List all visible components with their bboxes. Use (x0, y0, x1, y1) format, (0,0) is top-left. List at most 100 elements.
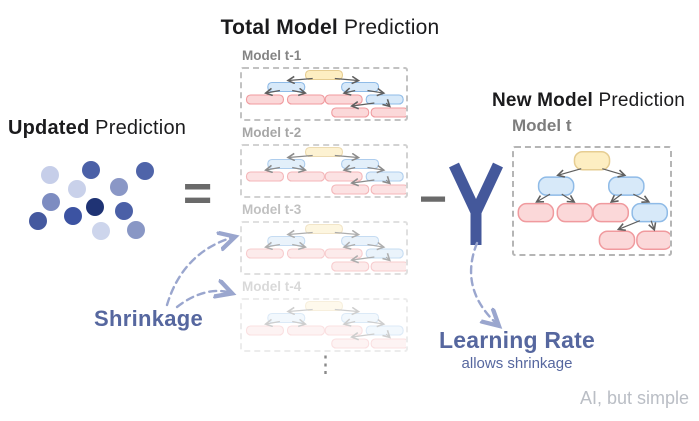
model-t-tree-box (512, 146, 672, 256)
tree-node-leaf (370, 107, 406, 118)
tree-edge-arrow (289, 156, 313, 158)
tree-edge-arrow (352, 334, 375, 337)
tree-node-split (537, 176, 575, 196)
tree-node-leaf (636, 230, 670, 250)
tree-node-leaf (245, 171, 284, 182)
tree-node-root (304, 69, 344, 81)
tree-node-split (341, 81, 380, 93)
model-block-t1: Model t-1 (240, 48, 408, 121)
tree-edge-arrow (352, 103, 375, 106)
data-point-dot (29, 212, 47, 230)
data-point-dot (68, 180, 86, 198)
more-models-ellipsis: ⋮ (314, 351, 337, 377)
tree-edge-arrow (345, 168, 356, 171)
tree-edge-arrow (292, 245, 305, 248)
tree-edge-arrow (352, 257, 375, 260)
tree-edge-arrow (651, 220, 654, 230)
data-point-dot (127, 221, 145, 239)
tree-node-leaf (324, 94, 363, 105)
tree-node-leaf (370, 184, 406, 195)
tree-node-root (304, 146, 344, 158)
tree-edge-arrow (558, 168, 582, 175)
tree-edge-arrow (266, 91, 280, 94)
model-t4-tree-box (240, 298, 408, 352)
tree-edge-arrow (633, 193, 648, 202)
model-t1-label: Model t-1 (242, 48, 302, 63)
tree-node-leaf (331, 107, 370, 118)
model-t1-tree-box (240, 67, 408, 121)
tree-edge-arrow (367, 91, 383, 94)
learning-rate-label: Learning Rate (439, 327, 595, 353)
data-point-dot (64, 207, 82, 225)
tree-edge-arrow (289, 79, 313, 81)
shrinkage-label: Shrinkage (94, 306, 204, 331)
tree-edge-arrow (367, 168, 383, 171)
data-point-dot (82, 161, 100, 179)
tree-node-leaf (286, 248, 325, 259)
tree-node-split (267, 312, 306, 324)
tree-node-root (304, 300, 344, 312)
tree-node-leaf (556, 202, 594, 223)
data-point-dot (92, 222, 110, 240)
total-model-stack: Model t-1 Model t-2 Model t-3 Model t-4 (240, 48, 408, 356)
tree-edge-arrow (292, 91, 305, 94)
tree-edge-arrow (367, 245, 383, 248)
equals-sign: = (183, 165, 213, 221)
tree-node-split (631, 202, 669, 223)
data-point-dot (86, 198, 104, 216)
tree-edge-arrow (345, 91, 356, 94)
tree-node-split (267, 235, 306, 247)
model-t4-label: Model t-4 (242, 279, 302, 294)
tree-edge-arrow (602, 168, 624, 175)
tree-node-split (365, 248, 404, 259)
tree-edge-arrow (537, 193, 551, 202)
tree-edge-arrow (266, 322, 280, 325)
gamma-to-learning-rate-arrow (469, 241, 498, 325)
model-block-t2: Model t-2 (240, 125, 408, 198)
tree-edge-arrow (345, 245, 356, 248)
updated-prediction-title: Updated Prediction (8, 117, 186, 140)
data-point-dot (110, 178, 128, 196)
tree-edge-arrow (561, 193, 574, 202)
tree-edge-arrow (292, 168, 305, 171)
tree-node-leaf (324, 171, 363, 182)
tree-edge-arrow (289, 310, 313, 312)
tree-node-leaf (370, 338, 406, 349)
shrinkage-arrow-lower (175, 291, 231, 309)
model-t-label: Model t (512, 116, 572, 135)
updated-bold: Updated (8, 117, 90, 139)
total-model-bold: Total Model (220, 16, 338, 39)
tree-node-split (267, 81, 306, 93)
tree-edge-arrow (334, 156, 358, 158)
tree-node-leaf (245, 94, 284, 105)
tree-node-split (341, 312, 380, 324)
tree-node-split (365, 171, 404, 182)
tree-node-split (608, 176, 645, 196)
tree-edge-arrow (386, 257, 389, 260)
tree-node-leaf (324, 248, 363, 259)
tree-node-root (573, 150, 611, 171)
tree-node-leaf (286, 171, 325, 182)
tree-node-leaf (517, 202, 555, 223)
data-point-dot (42, 193, 60, 211)
watermark: AI, but simple (579, 388, 689, 408)
tree-edge-arrow (266, 245, 280, 248)
total-model-prediction-title: Total Model Prediction (150, 16, 510, 40)
data-point-dot (41, 166, 59, 184)
shrinkage-arrow-upper (165, 237, 234, 307)
tree-node-split (341, 235, 380, 247)
tree-node-split (365, 94, 404, 105)
tree-node-leaf (331, 261, 370, 272)
tree-node-leaf (286, 325, 325, 336)
tree-edge-arrow (292, 322, 305, 325)
model-t3-tree-box (240, 221, 408, 275)
tree-node-split (365, 325, 404, 336)
tree-edge-arrow (334, 233, 358, 235)
model-t3-label: Model t-3 (242, 202, 302, 217)
tree-edge-arrow (367, 322, 383, 325)
tree-node-split (341, 158, 380, 170)
tree-edge-arrow (334, 310, 358, 312)
updated-prediction-scatter (25, 155, 160, 250)
total-model-regular: Prediction (337, 16, 440, 39)
